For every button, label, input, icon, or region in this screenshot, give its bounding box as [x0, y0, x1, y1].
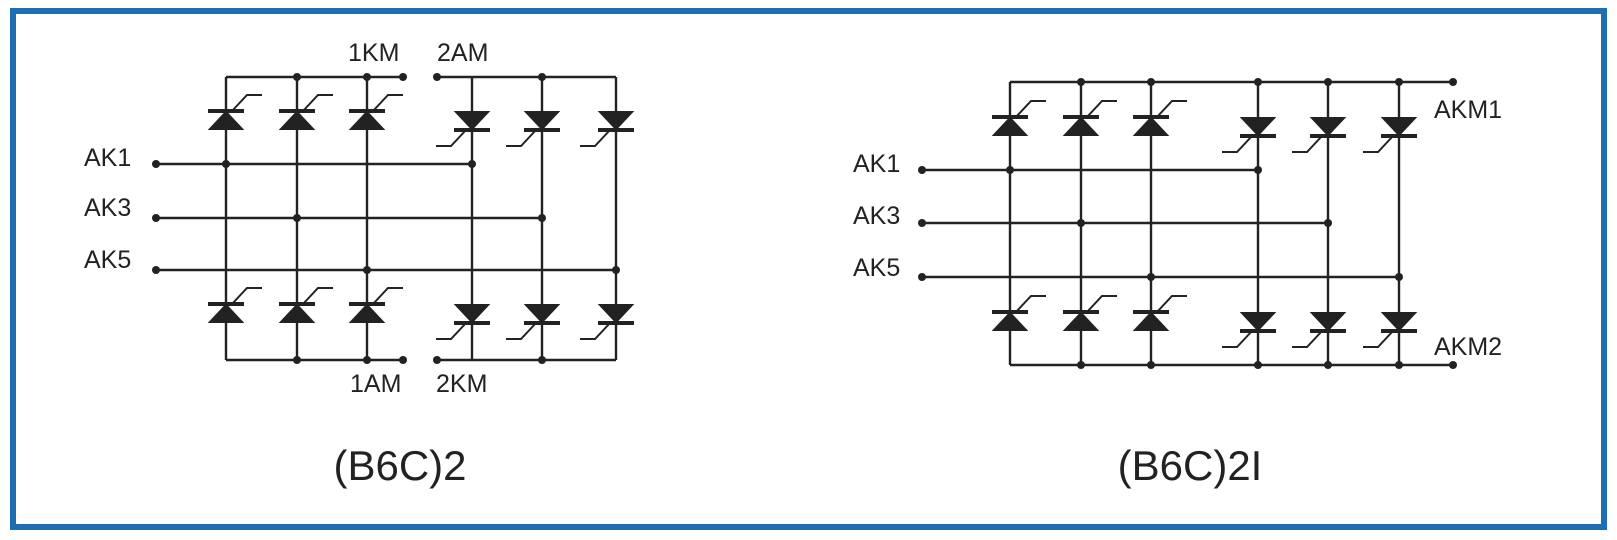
- left-thyristor-t9: [348, 287, 403, 323]
- right-thyristor-t6: [1363, 117, 1418, 153]
- left-ak1-terminal: [152, 160, 160, 168]
- left-ak5-terminal: [152, 266, 160, 274]
- right-thyristor-t8: [1062, 295, 1117, 331]
- left-thyristor-t11: [506, 304, 561, 340]
- left-1am-terminal: [399, 356, 407, 364]
- left-ak3-label: AK3: [84, 194, 131, 222]
- left-thyristor-t12: [580, 304, 635, 340]
- left-ak5-label: AK5: [84, 246, 131, 274]
- left-thyristor-t7: [207, 287, 262, 323]
- right-akm1-label: AKM1: [1434, 96, 1502, 124]
- left-junction-dots: [222, 73, 620, 364]
- left-thyristor-t6: [580, 111, 635, 147]
- left-1km-terminal: [399, 73, 407, 81]
- left-thyristor-t3: [348, 94, 403, 130]
- left-thyristor-t10: [436, 304, 491, 340]
- right-thyristor-t12: [1363, 312, 1418, 348]
- right-thyristor-t4: [1222, 117, 1277, 153]
- right-junction-dots: [1006, 78, 1403, 369]
- right-ak1-terminal: [918, 166, 926, 174]
- left-ak3-terminal: [152, 214, 160, 222]
- right-thyristor-t3: [1132, 100, 1187, 136]
- left-2am-label: 2AM: [437, 39, 488, 67]
- left-thyristor-t2: [278, 94, 333, 130]
- left-1am-label: 1AM: [350, 370, 401, 398]
- right-ak5-label: AK5: [853, 254, 900, 282]
- right-akm2-terminal: [1449, 361, 1457, 369]
- left-circuit-b6c2: AK1 AK3 AK5 1KM 2AM 1AM 2KM (B6C)2: [84, 39, 635, 489]
- right-thyristor-t11: [1292, 312, 1347, 348]
- left-2am-terminal: [433, 73, 441, 81]
- left-thyristor-t5: [506, 111, 561, 147]
- left-2km-terminal: [433, 356, 441, 364]
- right-thyristor-t1: [991, 100, 1046, 136]
- left-2km-label: 2KM: [436, 370, 487, 398]
- right-ak5-terminal: [918, 273, 926, 281]
- left-ak1-label: AK1: [84, 144, 131, 172]
- right-ak1-label: AK1: [853, 150, 900, 178]
- left-thyristor-t8: [278, 287, 333, 323]
- right-ak3-label: AK3: [853, 202, 900, 230]
- right-circuit-b6c2i: AK1 AK3 AK5 AKM1 AKM2 (B6C)2I: [853, 78, 1502, 489]
- right-akm1-terminal: [1449, 78, 1457, 86]
- right-circuit-caption: (B6C)2I: [1118, 442, 1263, 489]
- right-thyristor-t2: [1062, 100, 1117, 136]
- right-thyristor-t7: [991, 295, 1046, 331]
- left-thyristor-t1: [207, 94, 262, 130]
- left-thyristor-t4: [436, 111, 491, 147]
- left-1km-label: 1KM: [348, 39, 399, 67]
- left-circuit-caption: (B6C)2: [333, 442, 466, 489]
- right-akm2-label: AKM2: [1434, 333, 1502, 361]
- right-ak3-terminal: [918, 219, 926, 227]
- right-thyristor-t10: [1222, 312, 1277, 348]
- right-thyristor-t5: [1292, 117, 1347, 153]
- right-thyristor-t9: [1132, 295, 1187, 331]
